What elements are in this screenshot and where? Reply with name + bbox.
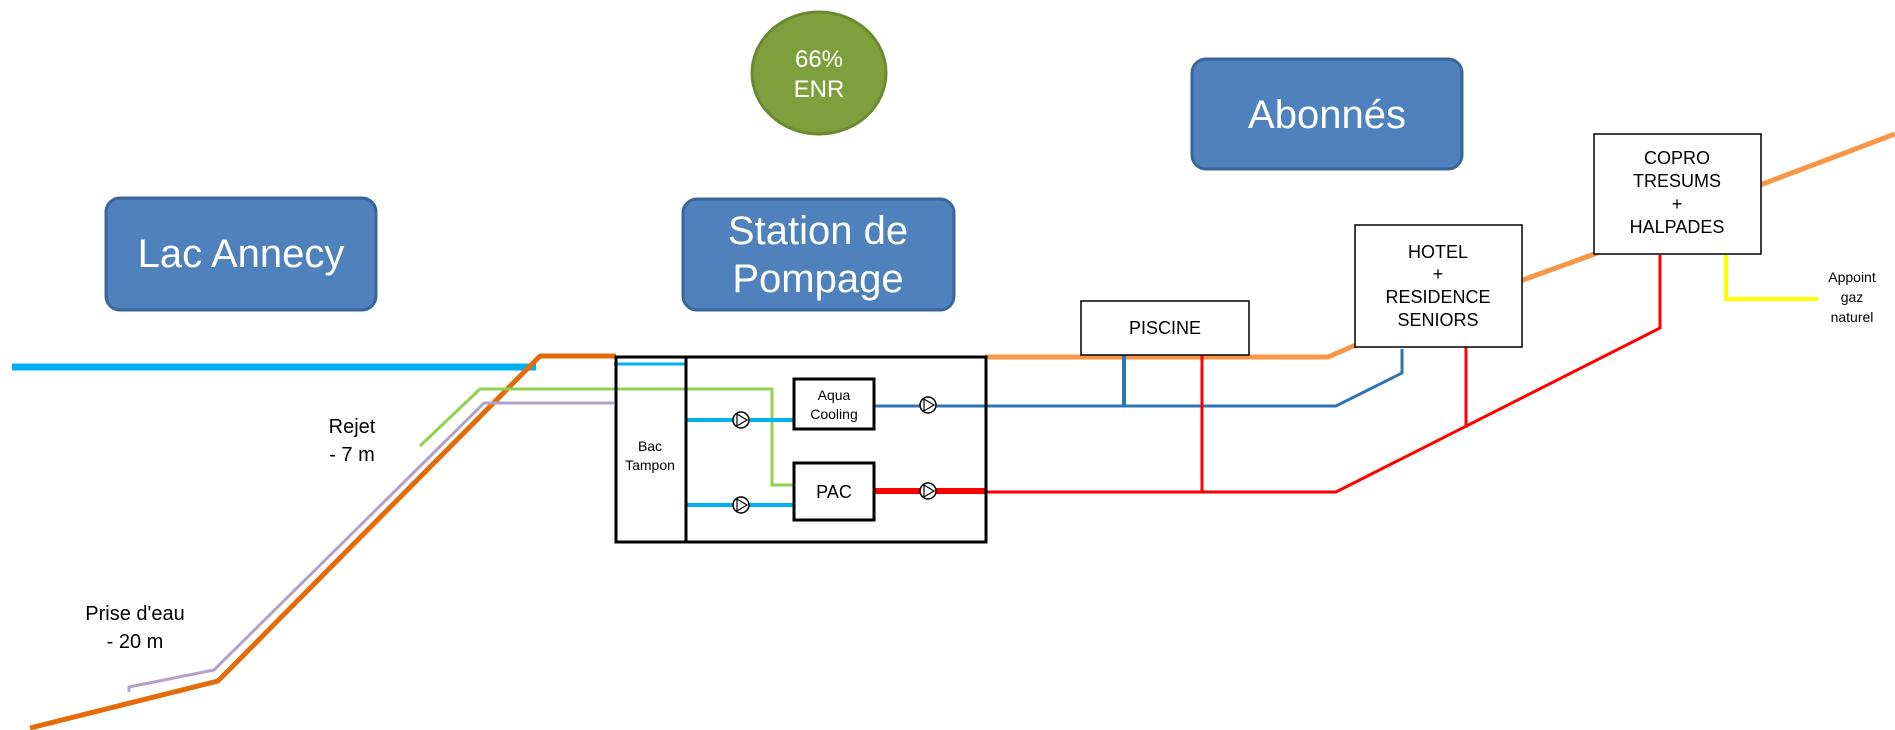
appoint-label-3: naturel [1831, 309, 1874, 325]
ground-road-line-upper-b [1759, 131, 1895, 188]
copro-label-2: TRESUMS [1633, 171, 1721, 191]
hotel-label-1: HOTEL [1408, 242, 1468, 262]
enr-badge [750, 10, 888, 136]
hotel-label-2: + [1433, 264, 1444, 284]
hotel-residence-box [1354, 224, 1523, 348]
pac-box [792, 461, 876, 522]
prise-label-1: Prise d'eau [85, 603, 184, 625]
bac-tampon-label-1: Bac [638, 438, 662, 454]
bac-tampon-label-2: Tampon [625, 457, 675, 473]
station-pompage-header [681, 197, 956, 312]
abonnes-title: Abonnés [1248, 93, 1406, 137]
station-title-line2: Pompage [732, 257, 903, 301]
enr-label: ENR [794, 76, 845, 103]
rejet-label-1: Rejet [329, 416, 376, 438]
rejet-label-2: - 7 m [329, 444, 375, 466]
hot-network-pipe [874, 255, 1662, 494]
hotel-label-3: RESIDENCE [1385, 287, 1490, 307]
copro-box [1593, 133, 1762, 255]
cold-network-pipe [874, 349, 1404, 408]
reject-pipe [418, 387, 794, 487]
station-title-line1: Station de [728, 209, 908, 253]
copro-label-3: + [1672, 194, 1683, 214]
abonnes-header [1190, 57, 1464, 171]
lakebed-terrain-line [29, 353, 616, 730]
station-building [614, 355, 988, 544]
pac-label: PAC [816, 482, 852, 502]
gas-supply-pipe [1724, 255, 1818, 301]
aqua-cooling-label-1: Aqua [818, 387, 851, 403]
pump-icon [919, 482, 937, 500]
ground-road-line-upper-a [1519, 249, 1601, 284]
copro-label-4: HALPADES [1630, 217, 1725, 237]
prise-label-2: - 20 m [107, 631, 164, 653]
hotel-label-4: SENIORS [1397, 310, 1478, 330]
pump-icon [732, 411, 750, 429]
appoint-label-1: Appoint [1828, 269, 1876, 285]
pump-icon [732, 496, 750, 514]
piscine-box [1080, 300, 1250, 356]
appoint-label-2: gaz [1841, 289, 1864, 305]
lac-annecy-header [104, 196, 378, 312]
piscine-label: PISCINE [1129, 318, 1201, 338]
lac-annecy-title: Lac Annecy [138, 232, 345, 276]
ground-road-line [985, 341, 1359, 360]
enr-percent: 66% [795, 46, 843, 73]
intake-pipe [127, 401, 614, 692]
aqua-cooling-box [792, 377, 876, 431]
pump-icon [919, 396, 937, 414]
aqua-cooling-label-2: Cooling [810, 406, 857, 422]
copro-label-1: COPRO [1644, 148, 1710, 168]
